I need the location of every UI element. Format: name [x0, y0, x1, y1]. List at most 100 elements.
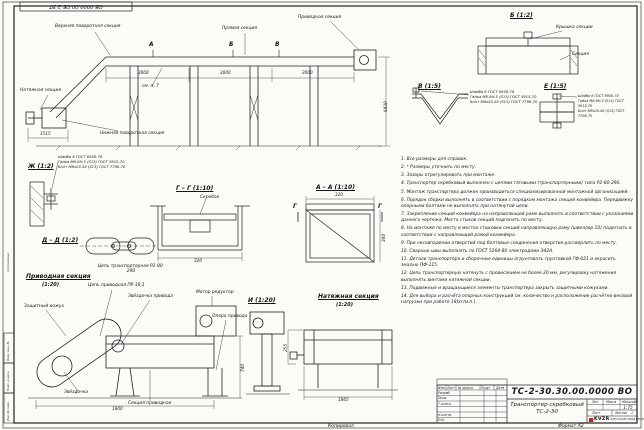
scale-value: 1:75: [623, 405, 633, 410]
drive-section-dimensions: [35, 335, 243, 409]
label-protective-guard: Защитный кожух: [24, 304, 65, 309]
detail-e-drawing: [539, 93, 578, 129]
view-mark-a: А: [149, 42, 154, 48]
main-view-dimensions: [27, 56, 390, 147]
drive-section-title: Приводная секция: [26, 273, 91, 280]
view-mark-b: Б: [229, 42, 234, 48]
label-sprocket: Звёздочка: [64, 390, 89, 395]
label-section: Секция: [572, 52, 589, 57]
tb-row-developed: Разраб.: [438, 390, 451, 395]
drawing-designation: ТС-2-30.30.00.0000 ВО: [511, 387, 633, 397]
label-drive-section-part: Секция приводная: [128, 401, 172, 406]
footer-format-label: Формат А2: [558, 424, 584, 429]
margin-cell-podp-data: Подп. и дата: [6, 371, 10, 391]
spec-bolt: Болт М8х25.58 (S13) ГОСТ 7796-70: [578, 109, 625, 118]
margin-cell-inv-podl: Инв. № подл.: [6, 401, 10, 421]
drawing-name: Транспортер скребковый ТС-2-30: [510, 402, 584, 415]
label-drive-sprocket: Звёздочка привода: [128, 294, 174, 299]
detail-zh-drawing: [29, 161, 59, 227]
tb-row-checked: Пров.: [438, 396, 448, 401]
tb-scale-label: Масштаб: [622, 400, 638, 404]
cut-mark-g-right: Г: [378, 204, 382, 210]
label-straight-section: Прямая секция: [222, 26, 258, 31]
view-mark-v: В: [275, 42, 280, 48]
drive-label-leaders: [45, 289, 227, 401]
label-conveyor-chain: Цепь транспортерная Р2-80-290: [97, 264, 165, 275]
main-view-leaders: [39, 20, 359, 132]
detail-v-title: В (1:5): [418, 83, 441, 90]
tb-row-approved: Утв.: [438, 418, 445, 423]
section-gg-drawing: [150, 198, 250, 261]
title-block-grid: [436, 378, 638, 424]
tb-sheets-label: Листов: [615, 411, 627, 415]
section-aa-title: А – А (1:10): [316, 184, 355, 191]
label-drive-chain: Цепь приводная ПР-38,1: [88, 283, 145, 288]
drive-section-drawing: [28, 305, 242, 399]
label-lower-turn-section: Нижняя поворотная секция: [100, 131, 165, 136]
detail-zh-fastener-specs: Шайба 8 ГОСТ 6958-78 Гайка М8-6Н.5 (S13)…: [58, 155, 125, 169]
section-gg-title: Г – Г (1:10): [176, 185, 214, 192]
dim-tension-length: 1865: [338, 397, 349, 402]
tb-sheets-value: 1: [631, 411, 634, 415]
label-gear-motor: Мотор редуктор: [196, 290, 234, 295]
note-item: 9. При несовпадении отверстий под болтов…: [401, 240, 618, 246]
dim-segment-3: 3000: [302, 70, 313, 75]
tb-header-list: Лист: [447, 385, 456, 390]
view-i-drawing: [246, 311, 290, 395]
note-item: 1. Все размеры для справок.: [401, 157, 468, 162]
detail-b-title: Б (1:2): [510, 12, 533, 19]
spec-washer: Шайба 8 ГОСТ 6958-78: [58, 155, 103, 159]
detail-zh-title: Ж (1:2): [28, 163, 54, 170]
spec-nut: Гайка М8-6Н.5 (S13) ГОСТ 5915-70: [58, 159, 125, 164]
dim-aa-height: 360: [381, 234, 386, 242]
spec-bolt: Болт М8х25.58 (S13) ГОСТ 7796-70: [58, 164, 126, 169]
dim-overall-height: 6430: [383, 101, 388, 112]
detail-e-title: Е (1:5): [544, 83, 567, 90]
technical-requirements: 1. Все размеры для справок. 2. * Размеры…: [401, 157, 634, 308]
dim-segment-2: 3000: [220, 70, 231, 75]
note-item: 3. Зазоры отрегулировать при монтаже.: [401, 173, 496, 179]
detail-v-drawing: [412, 87, 470, 125]
label-see-note-7: см. п. 7: [142, 84, 159, 89]
note-item: 13. Подвижные и вращающиеся элементы тра…: [401, 285, 609, 291]
tb-sheet-label: Лист: [592, 411, 601, 415]
company-logo: KVZR курганский завод резервуаров: [589, 417, 644, 422]
label-upper-turn-section: Верхняя поворотная секция: [55, 24, 121, 29]
view-direction-marks: [152, 50, 280, 57]
logo-red-mark-icon: [589, 417, 593, 422]
tb-lit-label: Лит.: [592, 400, 600, 404]
note-item: 6. Порядок сборки выполнять в соответств…: [401, 197, 633, 209]
section-dd-title: Д – Д (1:2): [42, 237, 79, 244]
label-drive-support: Опора привода: [212, 314, 248, 319]
dim-drive-length: 1800: [112, 406, 123, 411]
tb-header-izm: Изм.: [438, 385, 446, 390]
tb-row-ncontrol: Н.контр.: [438, 412, 453, 417]
section-aa-drawing: [297, 196, 383, 263]
dim-gg-width: 320: [194, 258, 202, 263]
logo-text: KVZR: [594, 417, 610, 422]
note-item: 11. Детали транспортера и сборочные един…: [401, 257, 616, 269]
tb-header-sign: Подп.: [481, 385, 491, 390]
detail-v-fastener-specs: Шайба 8 ГОСТ 6958-78 Гайка М8-6Н.5 (S13)…: [470, 90, 537, 104]
footer-copied-label: Копировал: [328, 424, 354, 429]
tb-header-date: Дата: [496, 385, 505, 390]
dim-drive-height: 740: [240, 364, 245, 372]
logo-caption: курганский завод резервуаров: [610, 418, 644, 421]
note-item: 5. Монтаж транспортера должен производит…: [401, 189, 629, 195]
section-dd-drawing: [80, 237, 156, 255]
view-i-title: И (1:20): [248, 297, 276, 304]
label-section-cover: Крышка секции: [556, 25, 593, 30]
spec-bolt: Болт М8х25.58 (S13) ГОСТ 7796-70: [470, 99, 538, 104]
tb-mass-label: Масса: [606, 400, 617, 404]
spec-nut: Гайка М8-6Н.5 (S13) ГОСТ 5915-70: [578, 99, 624, 108]
dim-aa-width: 320: [335, 192, 343, 197]
dim-base-length: 1515: [40, 131, 51, 136]
cut-mark-g-left: Г: [293, 204, 297, 210]
note-item: 2. * Размеры уточнить по месту.: [401, 165, 477, 171]
inverted-doc-number-stamp: ОВ 0000.00.ОЕ-2-ЭТ: [49, 3, 103, 10]
tension-section-scale: (1:20): [336, 302, 354, 308]
note-item: 8. На монтаже по месту в местах стыковки…: [401, 226, 632, 238]
